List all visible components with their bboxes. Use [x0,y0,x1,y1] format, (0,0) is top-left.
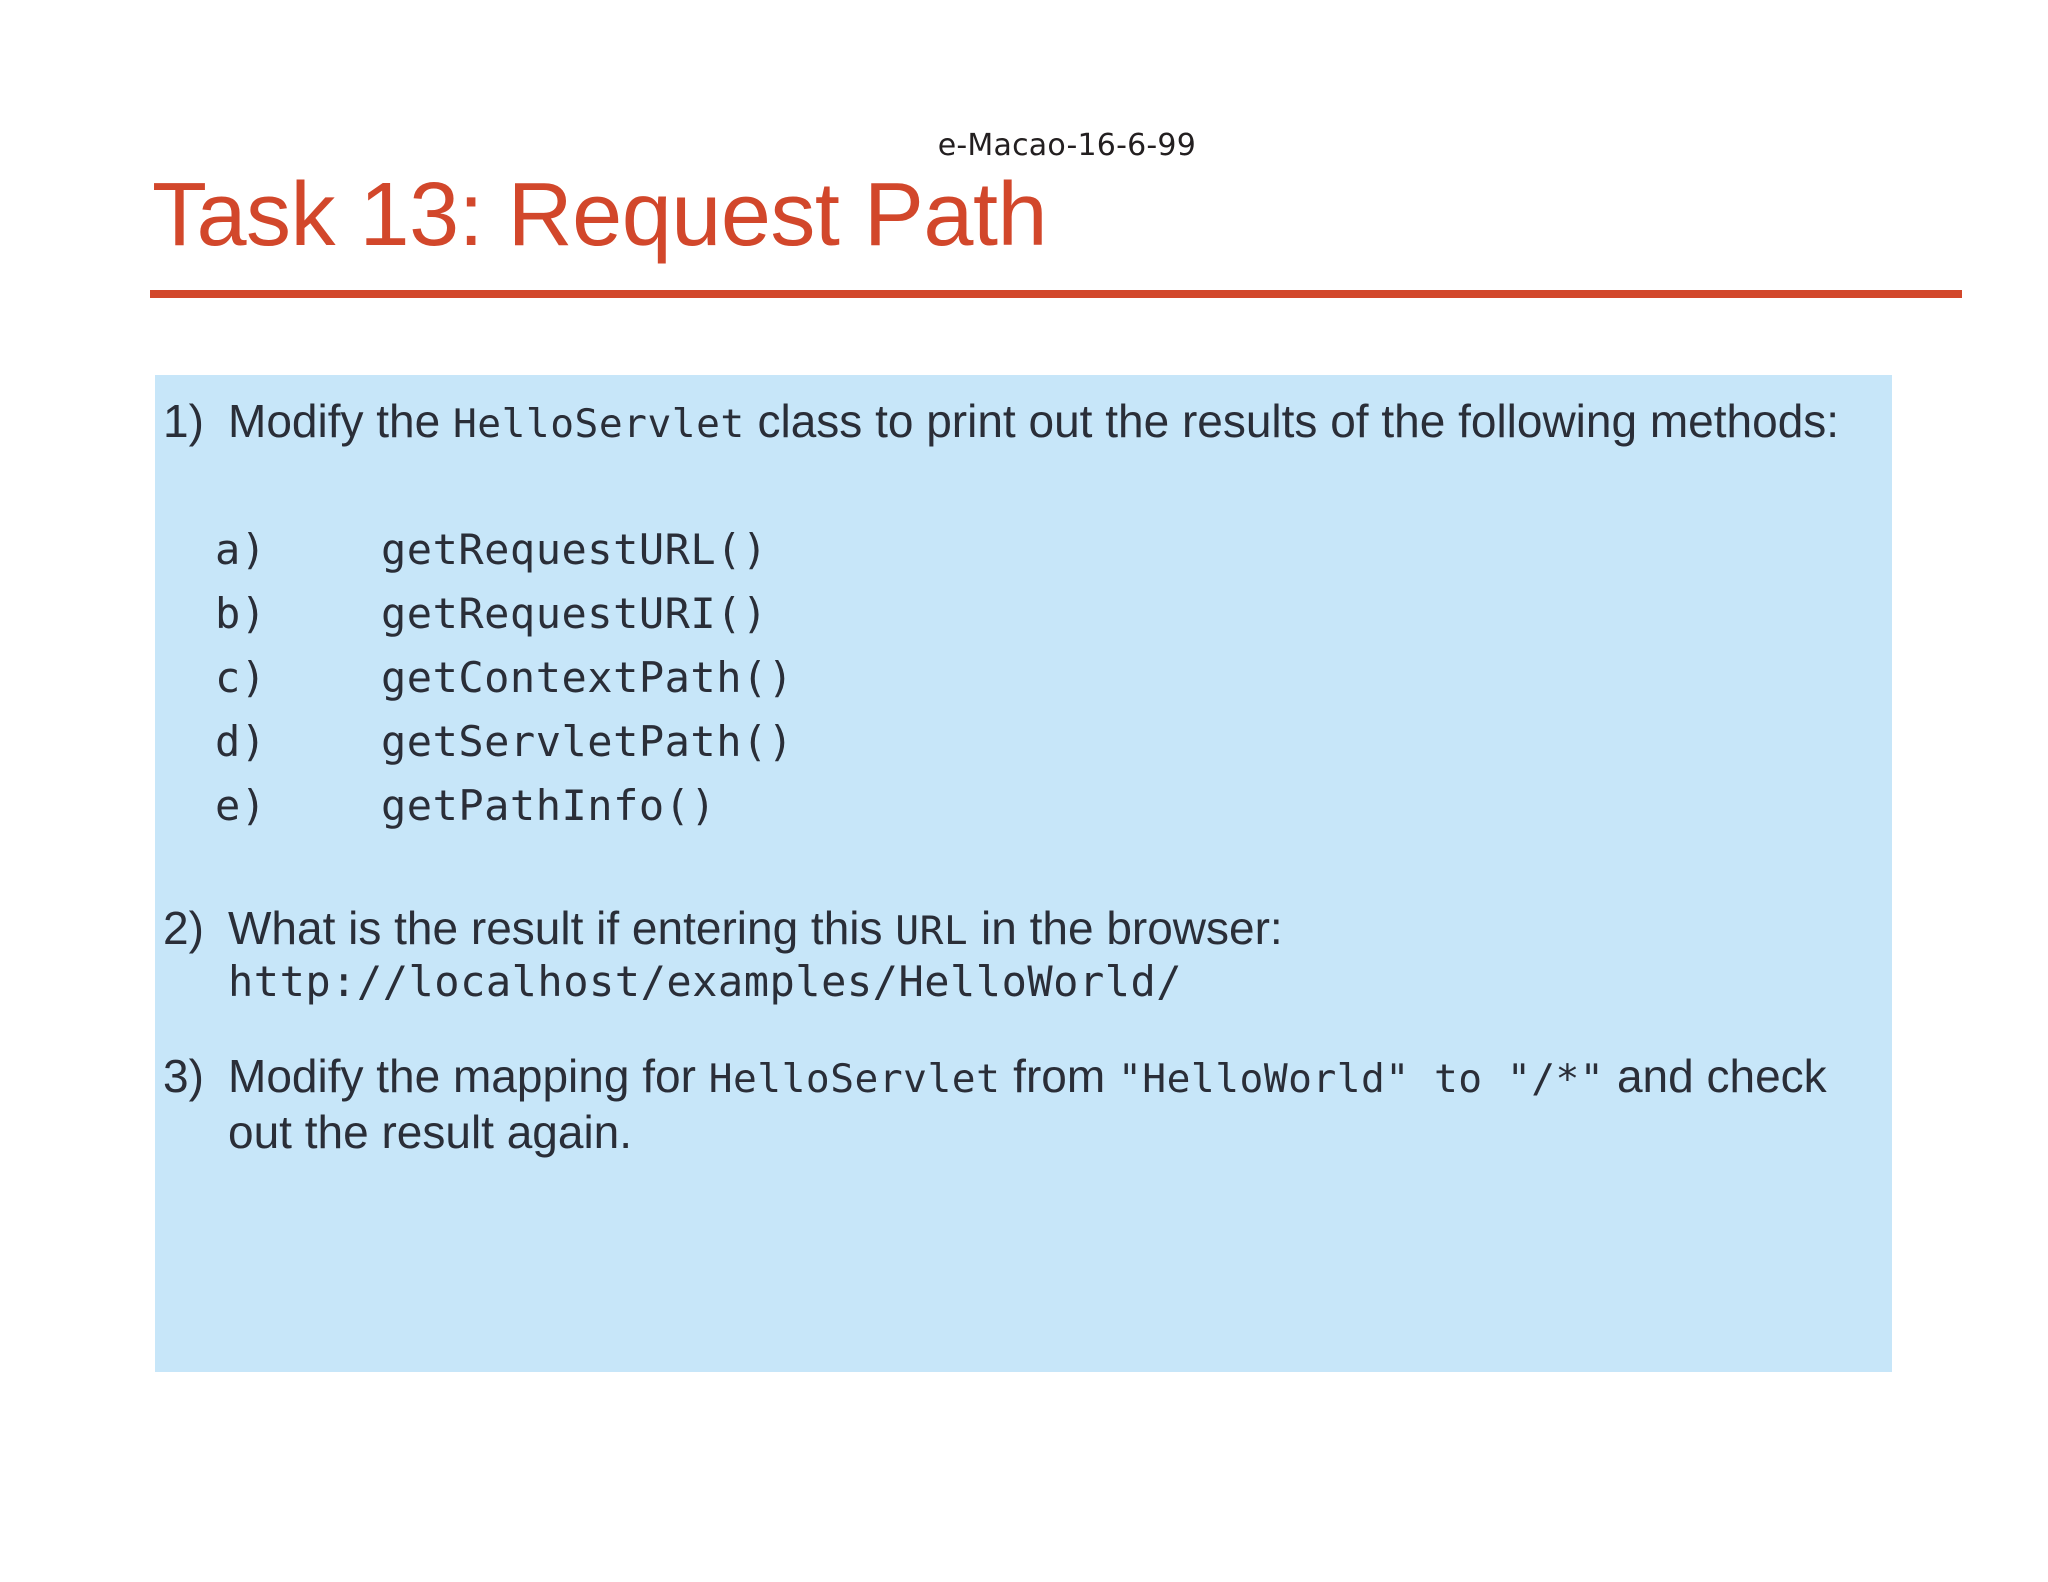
method-letter-e: e) [215,781,267,830]
item-3-text-c: to [1409,1056,1507,1102]
item-3-text-a: Modify the mapping for [228,1050,709,1102]
list-item-3: Modify the mapping for HelloServlet from… [228,1048,1882,1160]
list-item-method-d: d) getServletPath() [215,717,794,766]
item-1-code-helloservlet: HelloServlet [453,401,745,447]
method-name-e: getPathInfo() [381,781,717,830]
method-letter-a: a) [215,525,267,574]
list-item-method-e: e) getPathInfo() [215,781,716,830]
list-marker-2: 2) [163,902,204,954]
deck-identifier-label: e-Macao-16-6-99 [937,128,1196,163]
item-1-text-b: class to print out the results of the fo… [744,395,1840,447]
list-marker-3: 3) [163,1050,204,1102]
item-2-text-b: in the browser: [968,902,1283,954]
list-item-method-b: b) getRequestURI() [215,589,768,638]
method-name-d: getServletPath() [381,717,794,766]
list-marker-1: 1) [163,395,204,447]
method-letter-d: d) [215,717,267,766]
page-title: Task 13: Request Path [152,165,1048,265]
title-underline-rule [150,290,1962,298]
method-letter-b: b) [215,589,267,638]
method-letter-c: c) [215,653,267,702]
list-item-method-a: a) getRequestURL() [215,525,768,574]
content-panel: 1) Modify the HelloServlet class to prin… [155,375,1892,1372]
list-item-1: Modify the HelloServlet class to print o… [228,393,1882,449]
item-2-url-value: http://localhost/examples/HelloWorld/ [228,957,1183,1006]
item-2-text-a: What is the result if entering this [228,902,896,954]
item-3-code-wildcard: "/*" [1506,1056,1605,1102]
method-name-a: getRequestURL() [381,525,768,574]
list-item-method-c: c) getContextPath() [215,653,794,702]
item-3-text-d: and check out the result again. [228,1050,1827,1159]
item-1-text-a: Modify the [228,395,453,447]
item-3-text-b: from [1000,1050,1118,1102]
method-name-c: getContextPath() [381,653,794,702]
item-3-code-helloservlet: HelloServlet [708,1056,1001,1102]
method-name-b: getRequestURI() [381,589,768,638]
item-3-code-helloworld: "HelloWorld" [1117,1056,1410,1102]
item-2-code-url: URL [895,908,969,954]
list-item-2: What is the result if entering this URL … [228,900,1882,956]
